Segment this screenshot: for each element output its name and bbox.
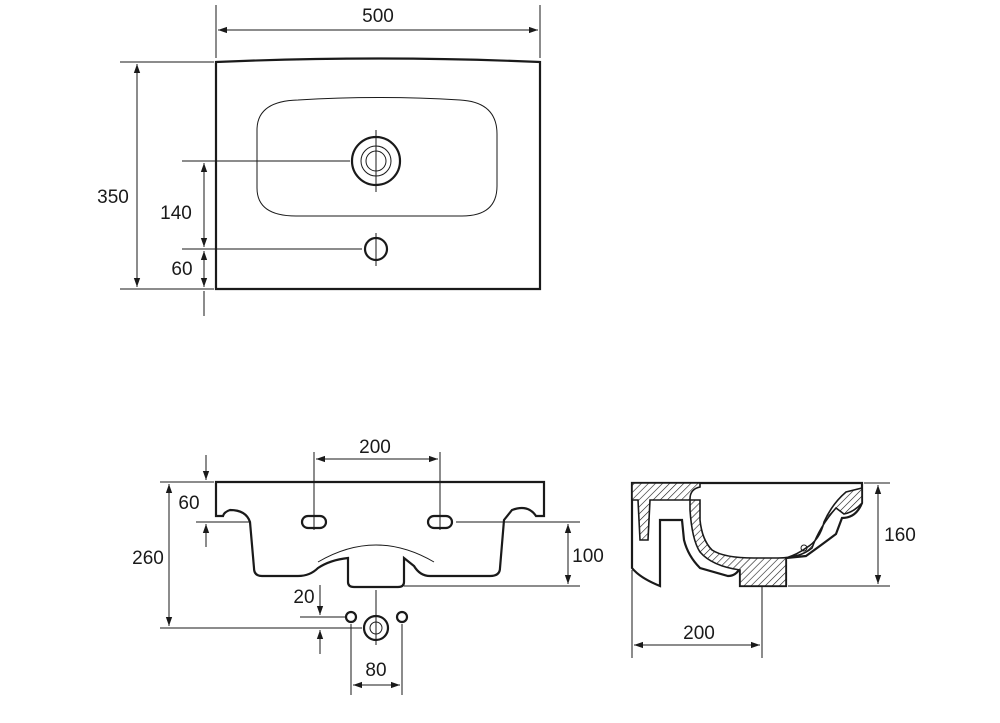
drain-icon — [350, 130, 402, 192]
fixing-offset-label: 20 — [293, 587, 314, 608]
front-view-outline — [214, 480, 546, 589]
top-view: 500 350 140 60 — [97, 5, 542, 316]
drain-offset-label: 140 — [160, 203, 192, 224]
section-depth-label: 200 — [683, 623, 715, 644]
fixing-spacing-label: 80 — [365, 660, 386, 681]
holes-spacing-dimension — [313, 452, 441, 530]
fixing-offset-dimension — [300, 585, 346, 654]
tap-hole-icon — [363, 233, 389, 266]
total-height-label: 260 — [132, 548, 164, 569]
depth-dimension — [120, 61, 214, 290]
fixing-hole-left-icon — [344, 610, 358, 624]
depth-label: 350 — [97, 187, 129, 208]
overflow-height-dimension — [404, 521, 580, 587]
front-view: 200 60 260 100 — [132, 437, 604, 695]
overflow-height-label: 100 — [572, 546, 604, 567]
width-label: 500 — [362, 6, 394, 27]
section-view-outline — [630, 481, 864, 588]
top-view-bowl — [256, 97, 498, 217]
overflow-hole-icon — [800, 544, 808, 552]
section-view-wall — [631, 482, 863, 587]
fixing-spacing-dimension — [350, 624, 403, 695]
waste-outlet-icon — [362, 590, 390, 645]
holes-spacing-label: 200 — [359, 437, 391, 458]
section-depth-dimension — [631, 570, 763, 658]
width-dimension — [215, 5, 541, 58]
total-height-dimension — [160, 484, 362, 629]
rim-height-label: 60 — [178, 493, 199, 514]
tap-offset-label: 60 — [171, 259, 192, 280]
top-view-outline — [214, 57, 542, 291]
section-height-dimension — [788, 482, 890, 587]
fixing-hole-right-icon — [395, 610, 409, 624]
section-height-label: 160 — [884, 525, 916, 546]
drain-offset-dimension — [182, 160, 362, 250]
rim-height-dimension — [160, 455, 250, 547]
section-view: 200 160 — [630, 481, 916, 658]
front-view-bowl-curve — [317, 544, 435, 563]
